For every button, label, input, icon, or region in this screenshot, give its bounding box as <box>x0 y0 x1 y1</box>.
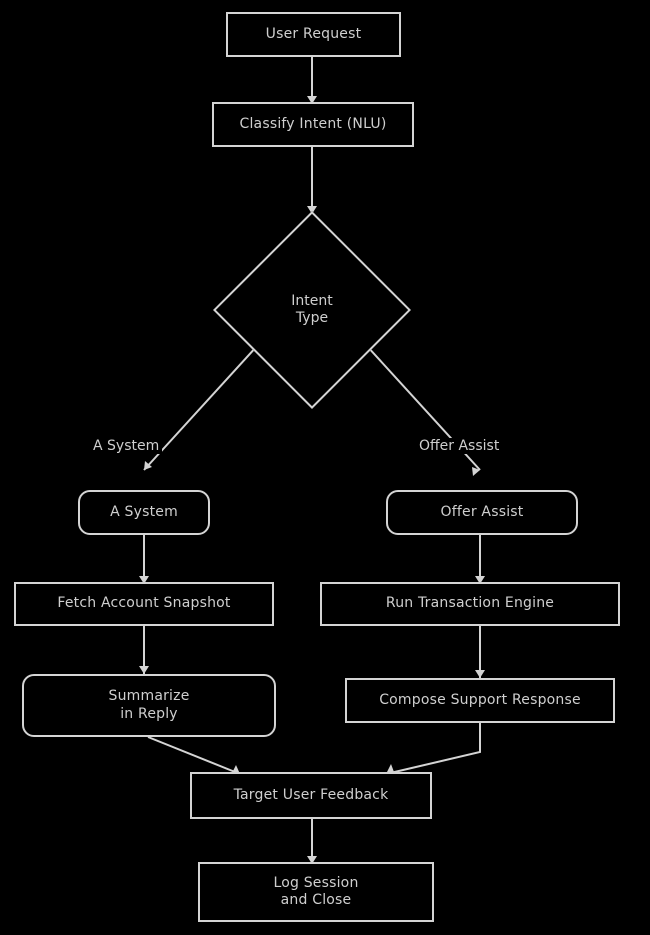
node-merge-feedback-label: Target User Feedback <box>233 786 389 803</box>
edge-label-right: Offer Assist <box>416 438 503 454</box>
node-left-detail-label: Fetch Account Snapshot <box>57 595 231 612</box>
edge-left-result-to-merge <box>147 736 241 775</box>
node-classify-intent[interactable]: Classify Intent (NLU) <box>212 102 414 147</box>
node-right-detail-label: Run Transaction Engine <box>385 595 555 612</box>
node-right-detail[interactable]: Run Transaction Engine <box>320 582 620 626</box>
arrowhead-left-to-detail <box>139 576 149 584</box>
node-left-branch-label: A System <box>110 503 178 520</box>
node-end[interactable]: Log Session and Close <box>198 862 434 922</box>
edge-right-result-to-merge <box>385 723 481 775</box>
node-left-result[interactable]: Summarize in Reply <box>22 674 276 737</box>
arrowhead-left-result-to-merge <box>232 765 240 774</box>
node-left-branch[interactable]: A System <box>78 490 210 535</box>
node-end-line1: Log Session <box>273 874 359 891</box>
node-right-result[interactable]: Compose Support Response <box>345 678 615 723</box>
arrowhead-decision-to-left <box>144 461 152 470</box>
node-right-branch[interactable]: Offer Assist <box>386 490 578 535</box>
arrowhead-left-detail-to-result <box>139 666 149 674</box>
node-left-result-line2: in Reply <box>120 705 178 722</box>
node-merge-feedback[interactable]: Target User Feedback <box>190 772 432 819</box>
node-start[interactable]: User Request <box>226 12 401 57</box>
node-end-line2: and Close <box>280 892 352 908</box>
arrowhead-right-to-detail <box>475 576 485 584</box>
edge-decision-to-left <box>143 344 259 471</box>
node-right-result-label: Compose Support Response <box>379 691 581 708</box>
node-classify-intent-label: Classify Intent (NLU) <box>239 115 387 132</box>
arrowhead-right-result-to-merge <box>386 764 394 774</box>
node-left-detail[interactable]: Fetch Account Snapshot <box>14 582 274 626</box>
node-start-label: User Request <box>265 25 362 42</box>
edge-label-left: A System <box>90 438 163 454</box>
arrowhead-right-detail-to-result <box>475 670 485 678</box>
node-decision-intent-type[interactable]: Intent Type <box>212 210 412 410</box>
arrowhead-decision-to-right <box>472 467 480 476</box>
arrowhead-merge-to-end <box>307 856 317 864</box>
node-decision-label: Intent Type <box>291 293 332 328</box>
arrowhead-start-to-intake <box>307 96 317 104</box>
node-right-branch-label: Offer Assist <box>440 503 524 520</box>
arrowhead-intake-to-decision <box>307 206 317 214</box>
node-left-result-line1: Summarize <box>108 688 190 704</box>
node-decision-line1: Intent <box>291 292 333 309</box>
node-decision-line2: Type <box>295 310 329 326</box>
